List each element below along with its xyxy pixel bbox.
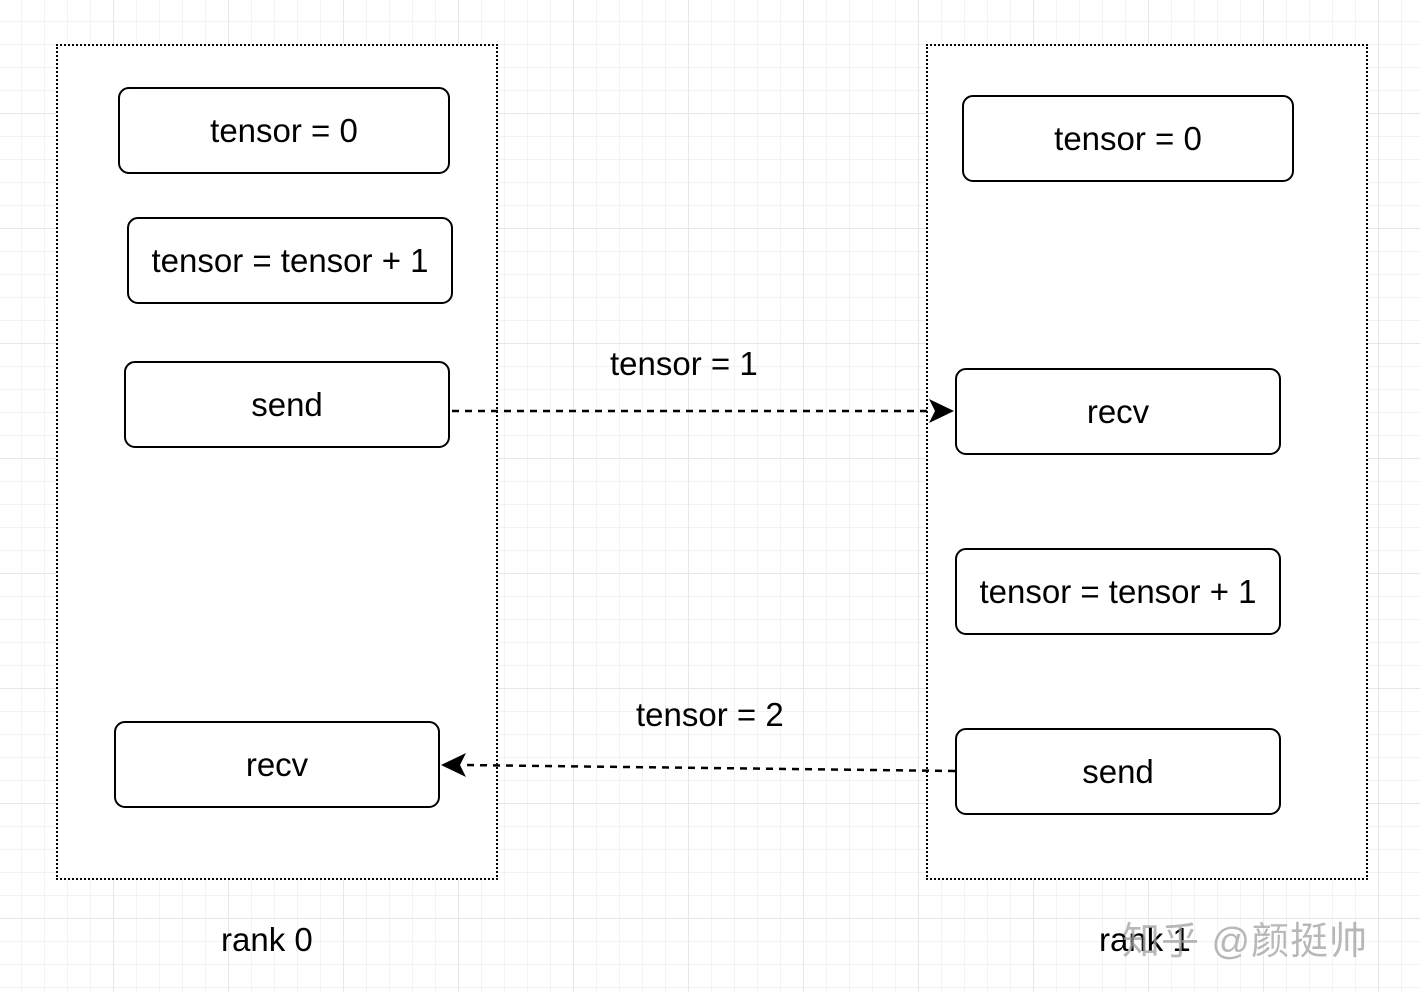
rank-0-node-init[interactable]: tensor = 0 (118, 87, 450, 174)
arrowhead-right-icon (929, 399, 954, 423)
rank-0-label: rank 0 (221, 921, 313, 958)
rank-0-node-send[interactable]: send (124, 361, 450, 448)
rank-1-node-recv[interactable]: recv (955, 368, 1281, 455)
edge-send-rank0-to-rank1[interactable] (452, 399, 954, 423)
rank-1-node-increment[interactable]: tensor = tensor + 1 (955, 548, 1281, 635)
arrowhead-left-icon (441, 753, 466, 777)
edge-line-send-to-recv-back (461, 763, 956, 773)
rank-1-label: rank 1 (1099, 921, 1191, 958)
rank-0-node-recv[interactable]: recv (114, 721, 440, 808)
edge-send-rank1-to-rank0[interactable] (441, 753, 956, 777)
edge-label-tensor-1: tensor = 1 (610, 345, 758, 382)
rank-1-node-init[interactable]: tensor = 0 (962, 95, 1294, 182)
edge-label-tensor-2: tensor = 2 (636, 696, 784, 733)
watermark: 知乎 @颜挺帅 (1122, 921, 1369, 963)
rank-0-node-increment[interactable]: tensor = tensor + 1 (127, 217, 453, 304)
rank-1-node-send[interactable]: send (955, 728, 1281, 815)
